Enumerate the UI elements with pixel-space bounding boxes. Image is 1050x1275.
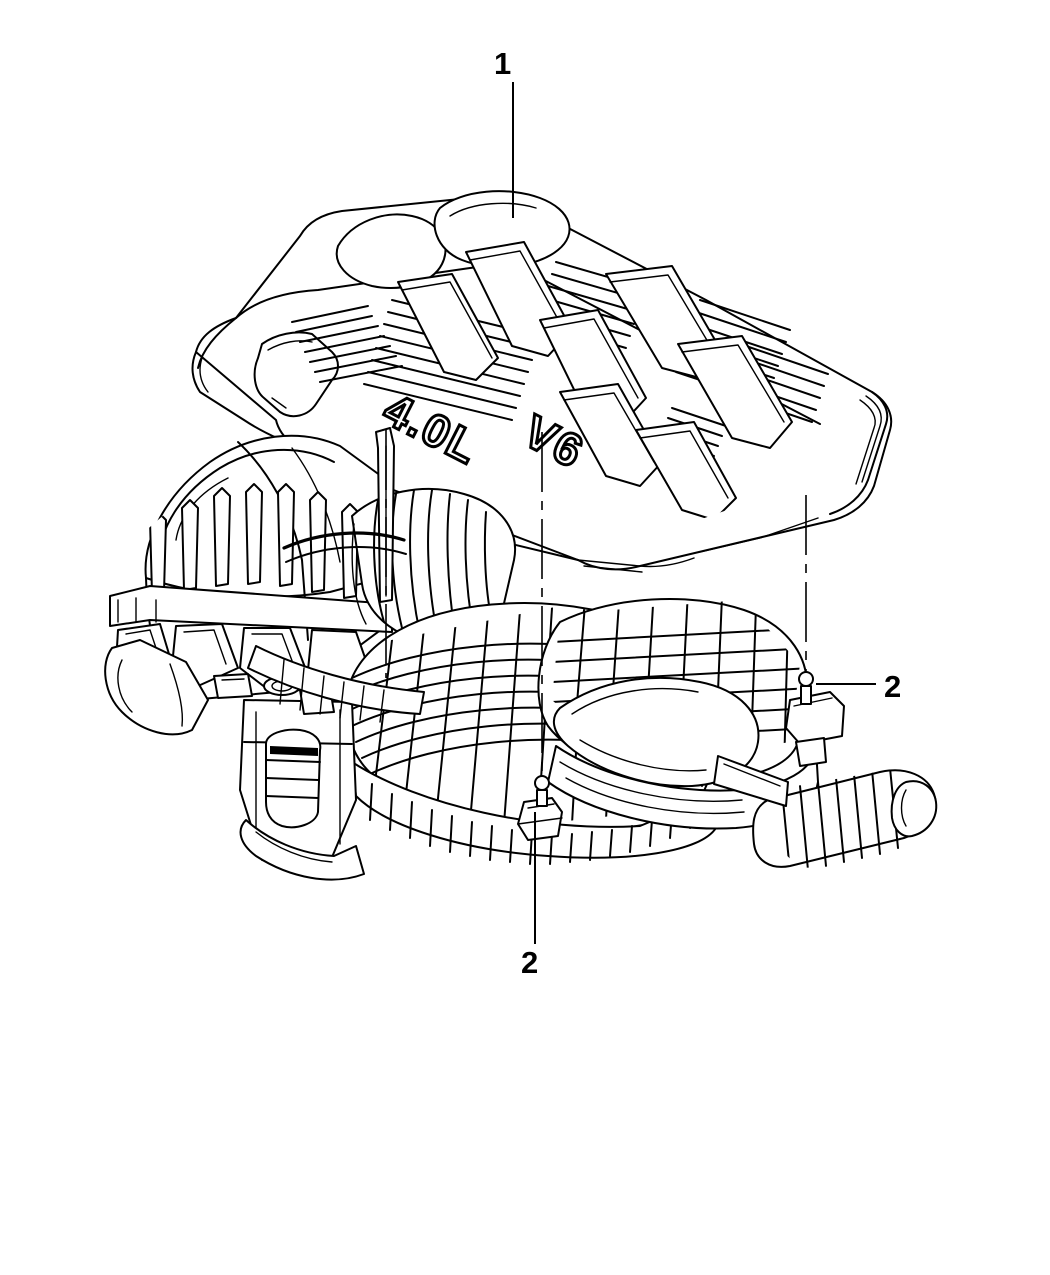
callout-number-2-right: 2 bbox=[884, 669, 901, 704]
vent-ribs-left bbox=[291, 305, 403, 383]
tube-corrugations bbox=[279, 659, 385, 723]
intake-hose-loop bbox=[552, 676, 760, 788]
raised-pad bbox=[397, 273, 499, 381]
mounting-stud-center bbox=[517, 775, 563, 841]
raised-pad bbox=[677, 335, 793, 449]
vacuum-hose-upper bbox=[282, 531, 407, 563]
coolant-tube-lower bbox=[247, 645, 425, 723]
callout-number-2-bottom: 2 bbox=[521, 945, 538, 980]
dipstick-tube bbox=[375, 427, 395, 603]
flex-bellows-right bbox=[713, 755, 938, 868]
raised-pad bbox=[635, 421, 737, 521]
callout-number-1: 1 bbox=[494, 46, 511, 81]
mounting-stud-right bbox=[785, 671, 845, 767]
